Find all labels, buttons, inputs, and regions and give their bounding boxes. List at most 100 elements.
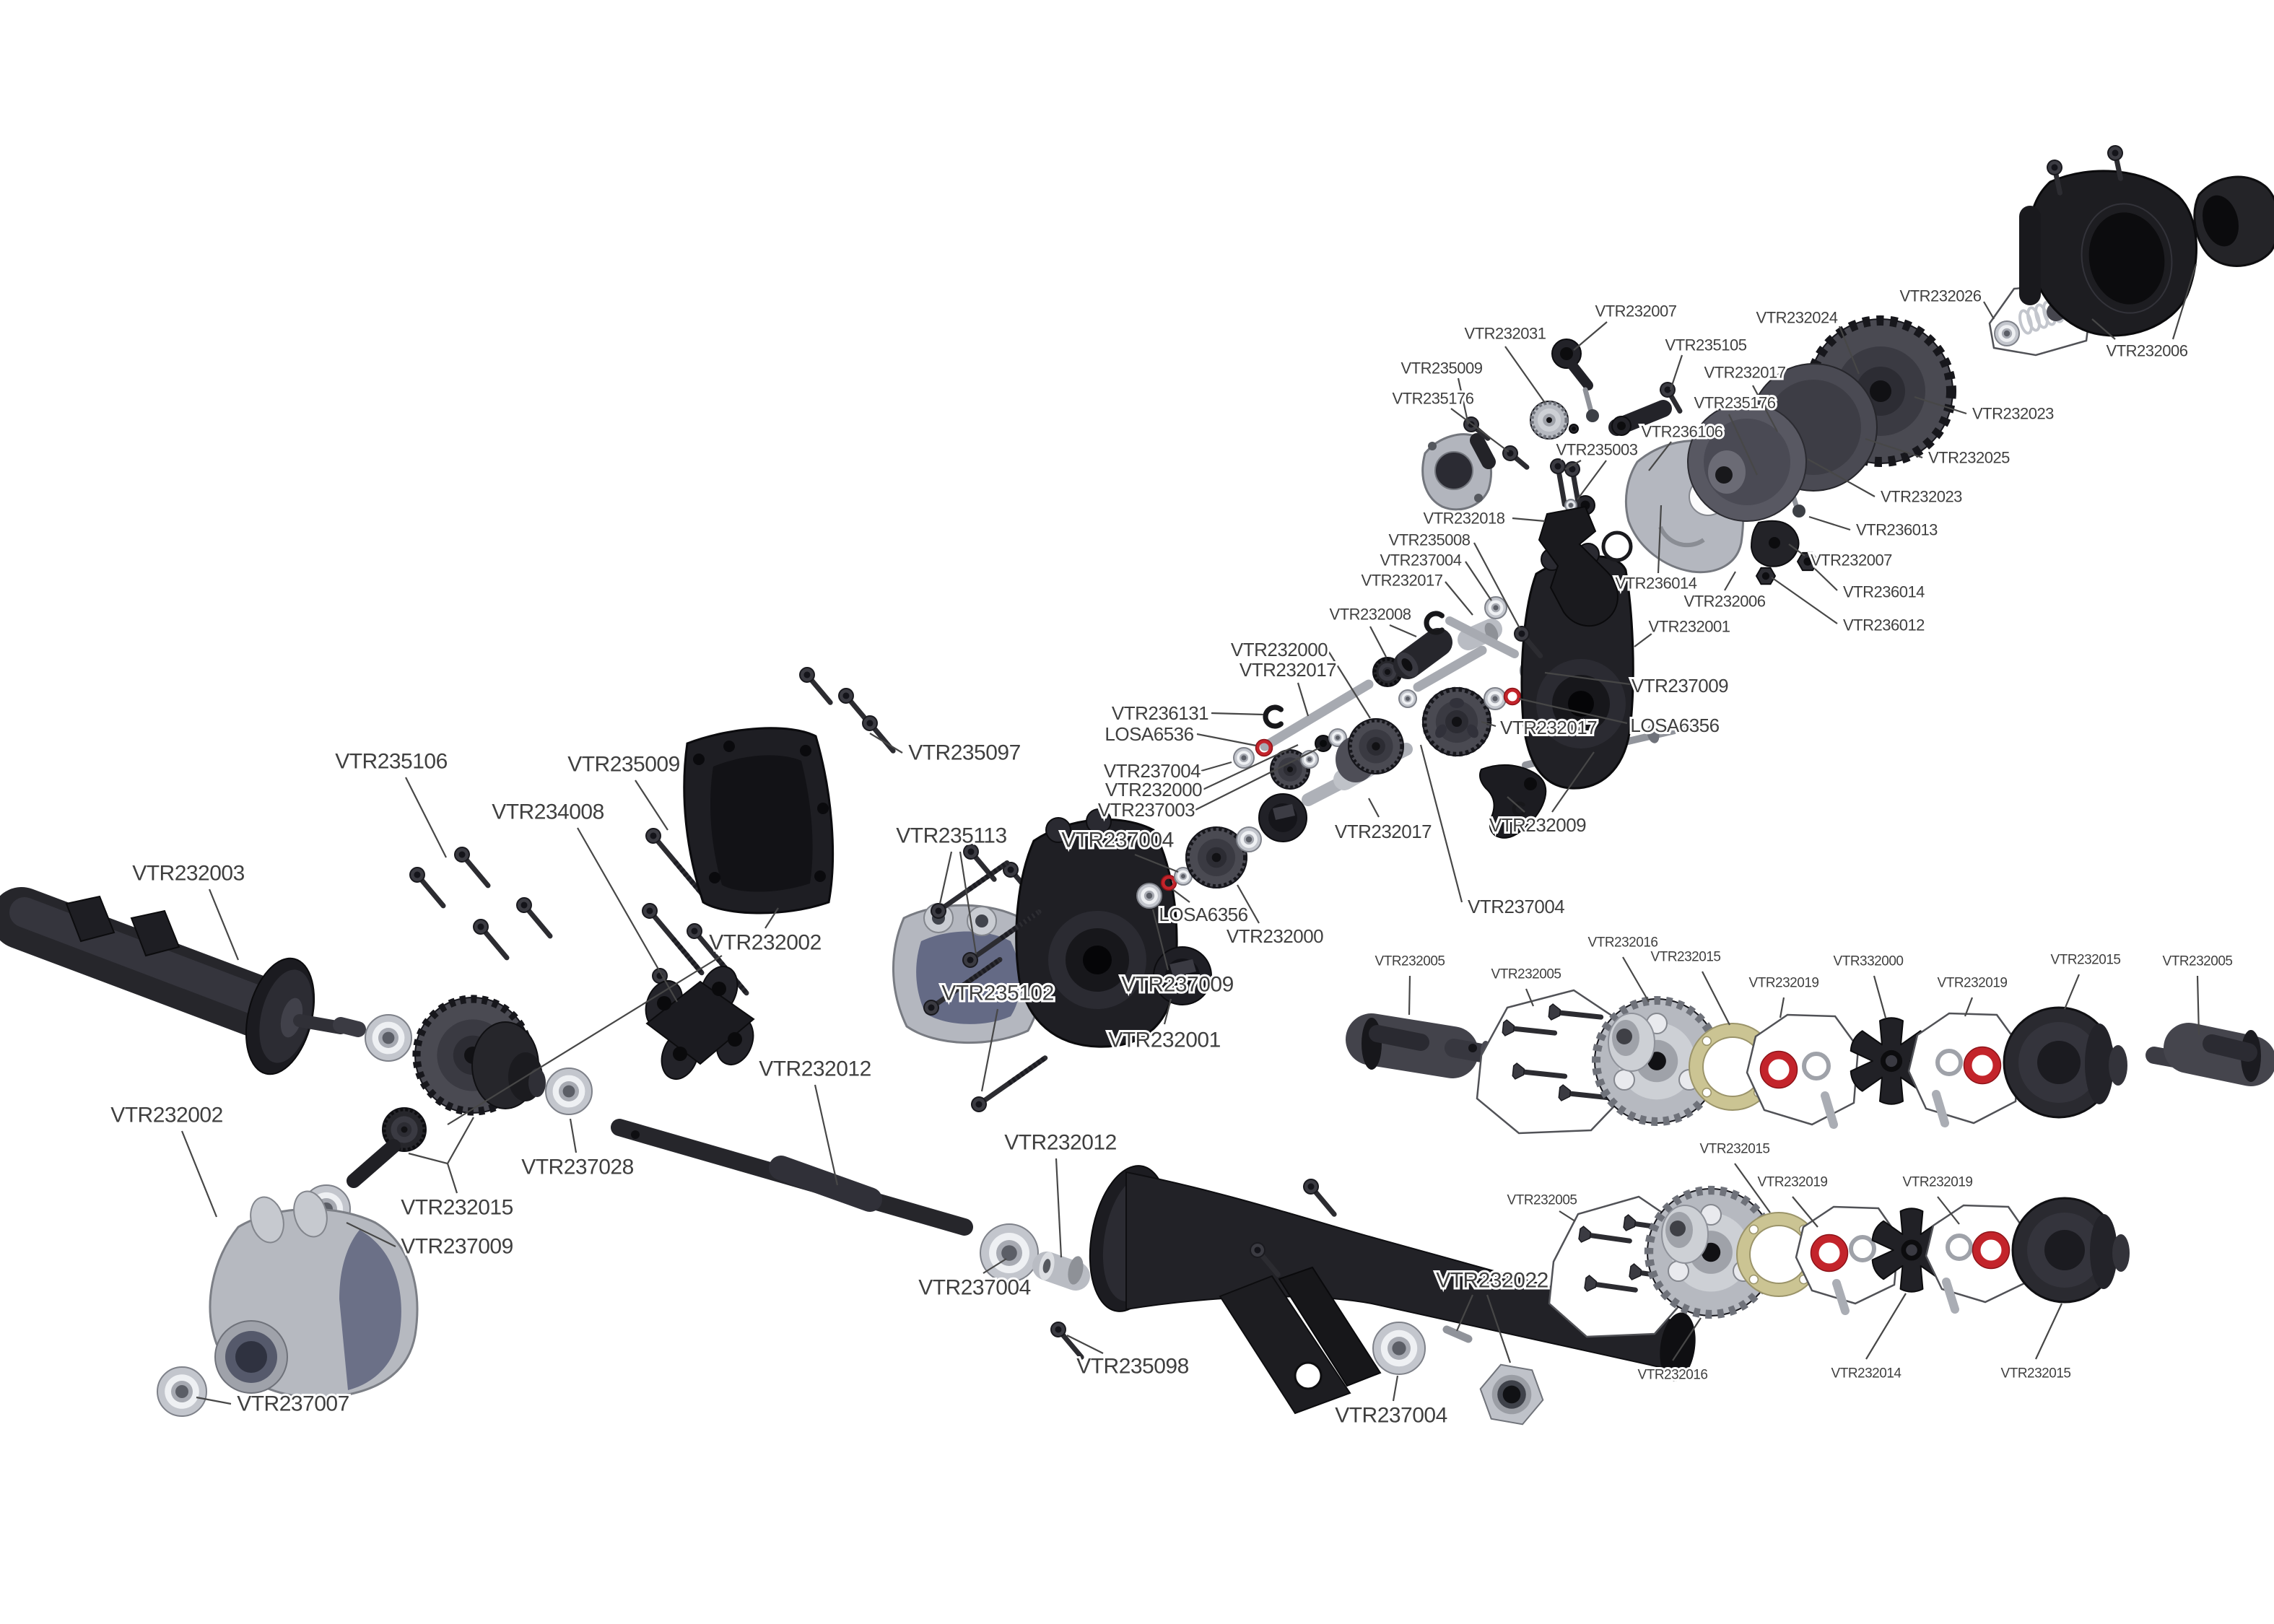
shaft-spacer-bore [1042,1259,1051,1273]
top-spur-gear [1421,686,1492,757]
cover-hole [709,872,720,883]
part-number-text: VTR232022 [1436,1269,1548,1293]
part-label: VTR237004 [1059,826,1179,873]
shift-bracket [1538,505,1619,627]
screw-flat [1584,1275,1638,1293]
part-number-text: VTR237009 [1632,675,1728,697]
part-label: VTR232012 [757,1055,874,1186]
servo-link-eye-bore [1617,422,1626,430]
part-label: VTR232000 [1103,744,1299,803]
e-clip [1263,704,1284,729]
gearbox-cover-face [710,755,813,892]
part-number-text: VTR232008 [1330,606,1411,624]
part-number-text: VTR232009 [1489,814,1586,836]
link-mount-hole [657,996,671,1010]
housing-boss [293,1190,328,1238]
shim-ring [1802,1052,1831,1081]
part-number-text: VTR232019 [1749,976,1819,991]
part-label: VTR332000 [1831,952,1906,1018]
shim-ring [1935,1049,1963,1076]
bearing [1994,320,2020,346]
axle-output-hub [280,997,303,1038]
screw-button [1250,1242,1281,1278]
diff-case-flange [2090,1214,2117,1289]
front-axle-tube-highlight [9,897,272,1016]
part-label: VTR236014 [1613,505,1699,595]
labels-layer: VTR232031VTR232007VTR235105VTR235009VTR2… [108,263,2235,1430]
bearing [157,1366,207,1417]
clutch-drum-slot [1273,804,1295,820]
bearing [1484,596,1507,619]
part-label: VTR237009 [1544,671,1731,699]
o-ring [1963,1046,2002,1085]
part-number-text: VTR232001 [1649,618,1730,636]
screw-long [642,903,705,976]
axle-output-tip [333,1017,366,1037]
part-label: VTR237004 [916,1258,1033,1302]
part-number-text: VTR232025 [1928,449,2010,467]
part-number-text: VTR232024 [1756,309,1838,327]
part-number-text: VTR235113 [896,824,1006,848]
screw-long [962,909,1042,968]
motor-mount-hole [1434,451,1473,490]
rubber-boot-mouth [2203,195,2239,247]
part-number-text: VTR237028 [521,1156,634,1179]
part-number-text: VTR237007 [237,1392,349,1416]
axle-mount-fin [130,909,180,957]
cluster-gear [1348,718,1404,774]
washer [1564,499,1577,512]
part-number-text: VTR232019 [1758,1175,1828,1190]
o-ring [1255,738,1273,757]
part-number-text: VTR235106 [335,750,448,774]
part-number-text: VTR235105 [1665,336,1747,354]
part-label: VTR232024 [1754,307,1860,375]
gearbox-boss-bore [1568,691,1594,717]
screw-small [1514,626,1543,659]
gear-cutout [1450,698,1464,708]
part-label: VTR232005 [1505,1191,1580,1222]
screw-button [454,847,491,889]
part-label: VTR237007 [196,1390,352,1418]
cover-hole [693,754,705,765]
part-number-text: VTR236012 [1843,616,1925,634]
shift-bracket-ring [1601,531,1633,562]
part-label: VTR232007 [1573,300,1679,351]
part-number-text: VTR232005 [2163,954,2233,969]
cover-hole [800,745,811,756]
part-number-text: VTR232000 [1227,925,1323,947]
part-number-text: VTR235098 [1076,1355,1189,1379]
shim-ring [1946,1234,1973,1261]
gear-hub-bore [1616,1029,1632,1044]
part-label: VTR235009 [1399,357,1485,425]
part-number-text: VTR232005 [1375,954,1445,969]
gearbox-boss-bore [1083,946,1112,974]
part-label: VTR235009 [565,751,682,831]
part-number-text: VTR235097 [908,741,1021,765]
part-label: VTR237003 [1096,747,1320,823]
part-number-text: VTR236014 [1843,583,1925,601]
part-number-text: VTR232017 [1704,364,1786,382]
bearing [980,1223,1039,1283]
part-label: VTR232014 [1829,1293,1907,1384]
diff-case-flange [2085,1023,2114,1104]
part-number-text: VTR236131 [1112,702,1208,724]
part-number-text: VTR232007 [1811,551,1892,569]
ball-link-arm [1567,360,1593,390]
part-number-text: VTR237004 [1061,829,1174,852]
part-number-text: LOSA6536 [1105,723,1193,745]
part-number-text: VTR237004 [1335,1404,1447,1428]
gearbox-clevis [1045,817,1071,843]
drive-cup-slot [2203,1034,2257,1062]
bearing [1136,883,1162,909]
gear-cover-opening [2088,212,2165,305]
link-mount-hole [712,982,726,996]
wheel-hex-nut [1479,1363,1544,1426]
rear-axle-fin [1278,1266,1382,1387]
part-number-text: VTR232031 [1465,325,1546,343]
part-label: VTR232019 [1756,1173,1830,1228]
center-driveshaft-hex [769,1156,882,1212]
part-label: VTR232015 [2049,951,2123,1010]
part-label: VTR236014 [1814,568,1927,603]
